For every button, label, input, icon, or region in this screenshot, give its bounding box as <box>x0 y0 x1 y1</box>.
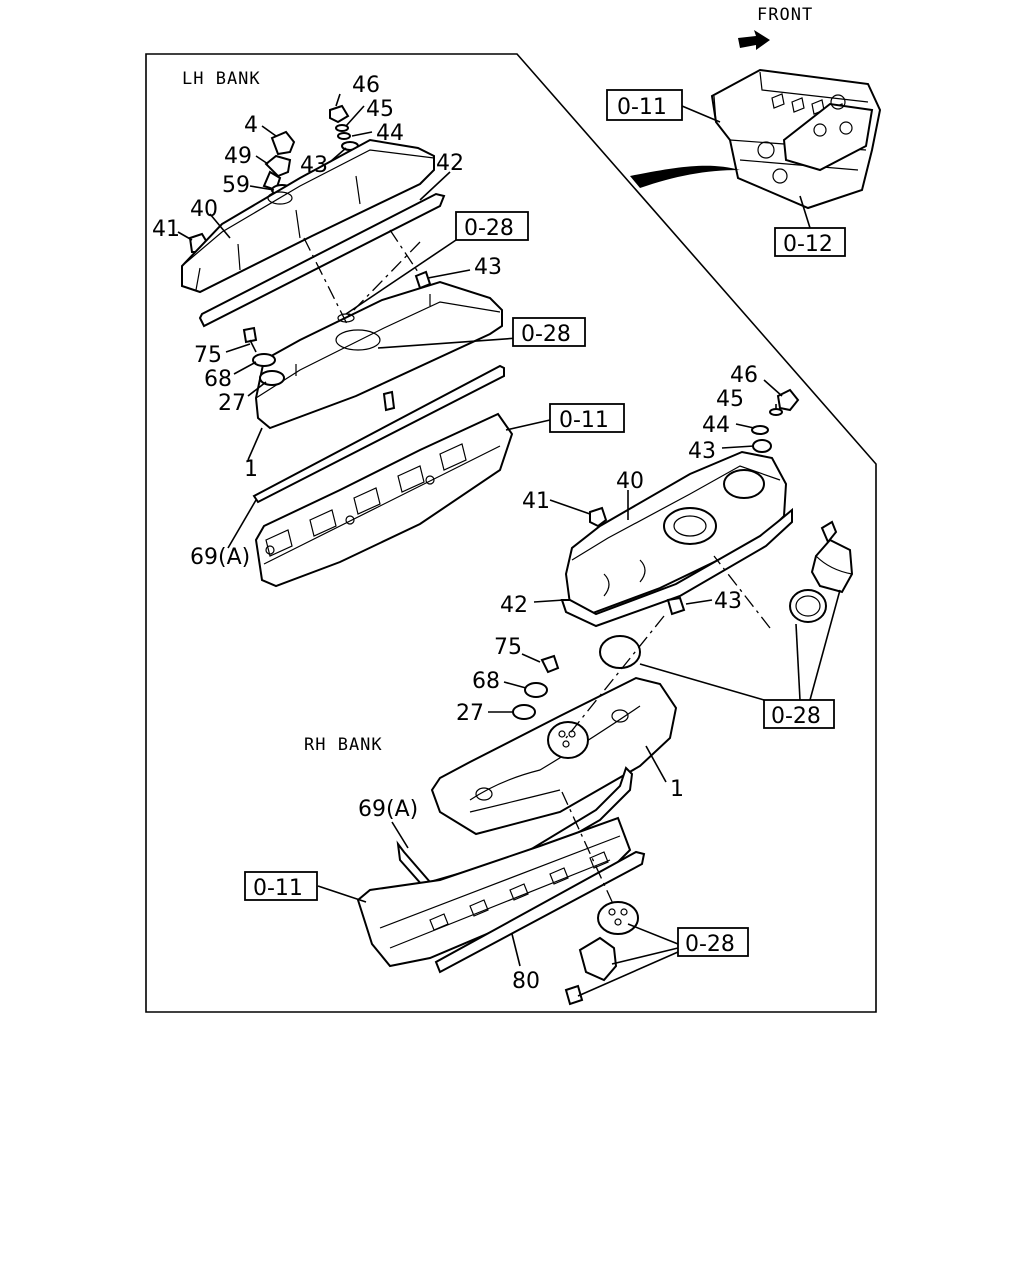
rh-manifold-gasket-80 <box>434 850 646 974</box>
rh-cylinder-head <box>356 816 632 968</box>
lh-label-46: 46 <box>352 73 380 98</box>
ref-box-0-11-mid <box>549 403 625 433</box>
rh-label-43-mid: 43 <box>714 589 742 614</box>
lh-gasket-69a <box>252 364 505 504</box>
rh-label-80: 80 <box>512 969 540 994</box>
ref-box-0-11-bot <box>244 871 318 901</box>
lh-label-27: 27 <box>218 391 246 416</box>
lh-cylinder-head <box>254 412 514 588</box>
rh-label-44: 44 <box>702 413 730 438</box>
lh-bank-label: LH BANK <box>182 69 261 89</box>
svg-text:0-28: 0-28 <box>521 322 571 347</box>
rh-grommet <box>597 901 639 935</box>
lh-label-69a: 69(A) <box>190 545 250 570</box>
rh-label-40: 40 <box>616 469 644 494</box>
ref-box-0-28-d <box>677 927 749 957</box>
rh-label-27: 27 <box>456 701 484 726</box>
lh-rocker-cover-40 <box>181 138 435 294</box>
lh-label-4: 4 <box>244 113 258 138</box>
svg-text:0-11: 0-11 <box>617 95 667 120</box>
front-label: FRONT <box>757 5 813 25</box>
lh-nut-46 <box>329 104 350 124</box>
rh-label-1: 1 <box>670 777 684 802</box>
rh-label-43-top: 43 <box>688 439 716 464</box>
front-arrow-icon <box>738 30 770 50</box>
lh-label-40: 40 <box>190 197 218 222</box>
lh-label-42: 42 <box>436 151 464 176</box>
rh-label-46: 46 <box>730 363 758 388</box>
lh-cap-4 <box>270 130 296 156</box>
ref-box-0-12 <box>774 227 846 257</box>
rh-rocker-cover-1 <box>430 676 678 836</box>
lh-label-45: 45 <box>366 97 394 122</box>
lh-label-43-mid: 43 <box>474 255 502 280</box>
rh-label-75: 75 <box>494 635 522 660</box>
svg-text:0-11: 0-11 <box>253 876 303 901</box>
rh-label-45: 45 <box>716 387 744 412</box>
rh-bank-label: RH BANK <box>304 735 383 755</box>
svg-text:0-28: 0-28 <box>464 216 514 241</box>
svg-text:0-28: 0-28 <box>685 932 735 957</box>
lh-gasket-42 <box>198 192 446 328</box>
lh-label-49: 49 <box>224 144 252 169</box>
rh-rocker-cover-40 <box>564 450 788 616</box>
rh-isolator <box>578 936 618 982</box>
ref-box-0-28-a <box>455 211 529 241</box>
rh-oring-small <box>599 635 641 669</box>
view-swoosh-icon <box>630 165 740 188</box>
svg-text:0-12: 0-12 <box>783 232 833 257</box>
rh-label-69a: 69(A) <box>358 797 418 822</box>
rh-label-42: 42 <box>500 593 528 618</box>
lh-label-43-top: 43 <box>300 153 328 178</box>
lh-label-41: 41 <box>152 217 180 242</box>
lh-leaders <box>177 93 551 549</box>
lh-label-68: 68 <box>204 367 232 392</box>
svg-text:0-11: 0-11 <box>559 408 609 433</box>
lh-label-1: 1 <box>244 457 258 482</box>
ref-box-0-28-b <box>512 317 586 347</box>
rh-leaders <box>317 379 841 997</box>
ref-box-0-28-c <box>763 699 835 729</box>
lh-label-75: 75 <box>194 343 222 368</box>
ref-box-0-11-top <box>606 89 683 121</box>
lh-label-44: 44 <box>376 121 404 146</box>
lh-label-59: 59 <box>222 173 250 198</box>
engine-thumbnail <box>710 68 882 210</box>
svg-text:0-28: 0-28 <box>771 704 821 729</box>
rh-pcv-valve <box>810 520 854 594</box>
diagram-frame <box>145 53 877 1013</box>
rh-oring-large <box>789 589 827 623</box>
rh-label-41: 41 <box>522 489 550 514</box>
rh-gasket-42 <box>560 507 793 628</box>
lh-rocker-cover-1 <box>254 280 503 430</box>
rh-label-68: 68 <box>472 669 500 694</box>
